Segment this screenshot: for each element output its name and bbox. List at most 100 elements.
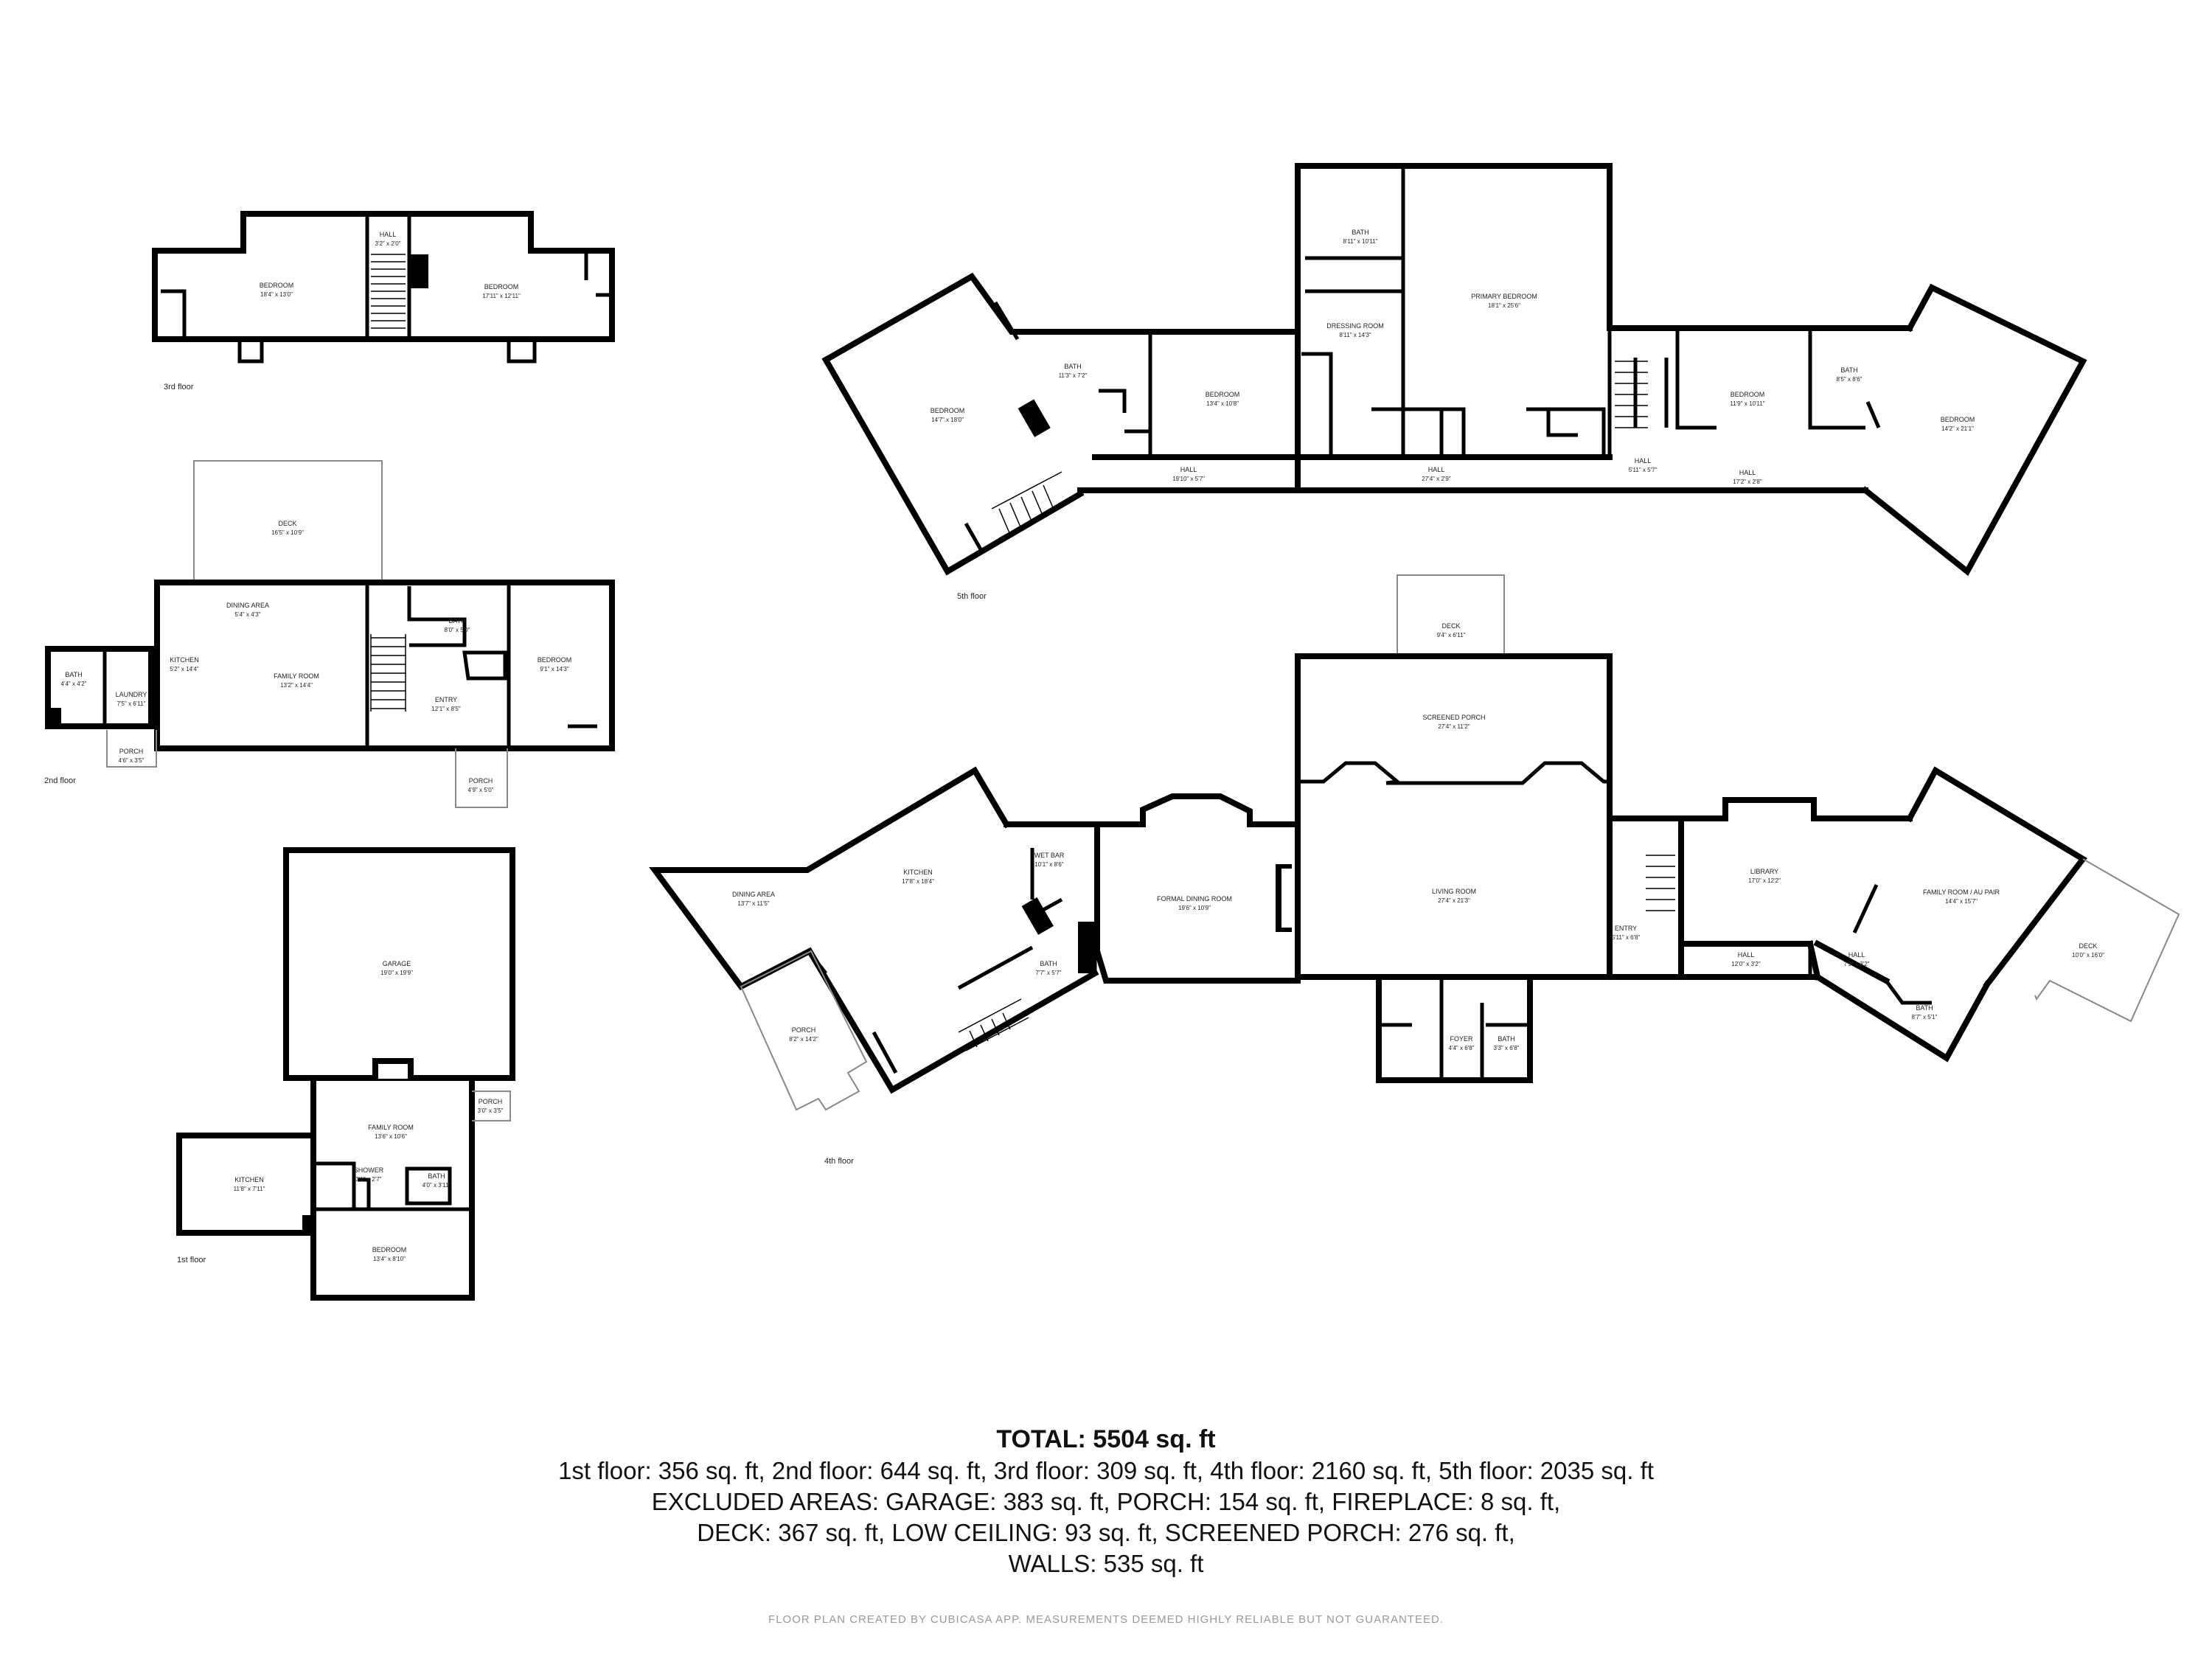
- floor-4th: DECK 9'4" x 6'11" SCREENED PORCH 27'4" x…: [649, 574, 2180, 1166]
- room-dims: 8'0" x 5'0": [445, 627, 470, 633]
- room-dims: 17'8" x 18'4": [902, 878, 934, 885]
- room-dims: 8'5" x 8'6": [1837, 376, 1863, 383]
- excluded-areas-cont: DECK: 367 sq. ft, LOW CEILING: 93 sq. ft…: [697, 1519, 1515, 1546]
- room-dims: 17'11" x 12'11": [482, 293, 521, 299]
- room-name: DINING AREA: [226, 602, 269, 609]
- room-dims: 5'2" x 14'4": [170, 666, 199, 672]
- room-name: FAMILY ROOM / AU PAIR: [1923, 888, 2000, 896]
- room-dims: 14'4" x 15'7": [1945, 898, 1978, 905]
- room-name: KITCHEN: [170, 656, 199, 664]
- room-name: BEDROOM: [538, 656, 572, 664]
- room-dims: 19'6" x 10'9": [1178, 905, 1211, 911]
- room-dims: 12'1" x 8'5": [431, 706, 461, 712]
- room-name: HALL: [380, 231, 397, 238]
- room-dims: 17'0" x 12'2": [1748, 877, 1781, 884]
- room-name: LAUNDRY: [116, 691, 147, 698]
- room-name: ENTRY: [1615, 925, 1637, 932]
- room-dims: 17'2" x 2'8": [1733, 479, 1762, 485]
- room-name: BEDROOM: [260, 282, 294, 289]
- room-name: KITCHEN: [903, 869, 933, 876]
- room-dims: 13'2" x 14'4": [280, 682, 313, 689]
- room-name: WET BAR: [1034, 852, 1065, 859]
- room-dims: 27'4" x 21'3": [1438, 897, 1470, 904]
- room-dims: 11'3" x 7'2": [1059, 372, 1088, 379]
- room-name: GARAGE: [383, 960, 411, 967]
- floor-label: 3rd floor: [164, 383, 194, 392]
- room-dims: 14'2" x 21'1": [1941, 425, 1974, 432]
- room-dims: 13'6" x 10'6": [375, 1133, 407, 1140]
- room-name: SHOWER: [354, 1166, 384, 1174]
- room-name: DECK: [1441, 622, 1460, 630]
- room-dims: 13'4" x 10'8": [1206, 400, 1239, 407]
- floor-label: 2nd floor: [44, 776, 76, 785]
- room-dims: 16'5" x 10'9": [271, 529, 304, 536]
- floor-2nd: DECK 16'5" x 10'9" DINING AREA 5'4" x 4'…: [44, 460, 615, 808]
- room-dims: 8'11" x 14'3": [1339, 332, 1371, 338]
- walls-area: WALLS: 535 sq. ft: [1008, 1550, 1204, 1577]
- room-name: HALL: [1739, 469, 1756, 476]
- room-dims: 19'0" x 19'9": [380, 970, 413, 976]
- floor-3rd: BEDROOM 18'4" x 13'0" HALL 3'2" x 2'0" B…: [152, 211, 615, 392]
- room-name: HALL: [1848, 951, 1865, 959]
- room-dims: 8'7" x 5'1": [1912, 1014, 1938, 1020]
- room-dims: 9'1" x 14'3": [540, 666, 569, 672]
- room-name: ENTRY: [435, 696, 457, 703]
- room-name: DRESSING ROOM: [1326, 322, 1384, 330]
- room-name: HALL: [1428, 466, 1445, 473]
- room-dims: 4'9" x 5'0": [468, 787, 494, 793]
- room-name: BATH: [1498, 1035, 1514, 1043]
- room-name: SCREENED PORCH: [1422, 714, 1485, 721]
- room-dims: 5'11" x 6'8": [1612, 934, 1641, 941]
- room-name: LIBRARY: [1750, 868, 1778, 875]
- room-name: DECK: [2079, 942, 2097, 950]
- room-name: BATH: [1064, 363, 1081, 370]
- room-dims: 5'4" x 4'3": [235, 611, 261, 618]
- room-dims: 3'0" x 3'5": [478, 1107, 504, 1114]
- excluded-areas: EXCLUDED AREAS: GARAGE: 383 sq. ft, PORC…: [651, 1488, 1561, 1515]
- room-name: BEDROOM: [931, 407, 965, 414]
- area-summary: TOTAL: 5504 sq. ft 1st floor: 356 sq. ft…: [0, 1423, 2212, 1579]
- room-dims: 8'2" x 14'2": [789, 1036, 818, 1043]
- room-dims: 3'1" x 2'7": [356, 1176, 382, 1183]
- room-name: BATH: [1840, 366, 1857, 374]
- floor-5th: BEDROOM 14'7" x 18'0" BATH 11'3" x 7'2" …: [821, 163, 2087, 601]
- room-name: PORCH: [792, 1026, 816, 1034]
- room-dims: 8'11" x 10'11": [1343, 238, 1377, 245]
- room-name: BATH: [448, 617, 465, 625]
- room-dims: 14'7" x 18'0": [931, 417, 964, 423]
- room-dims: 5'11" x 5'7": [1629, 467, 1658, 473]
- room-dims: 13'7" x 11'5": [737, 900, 769, 907]
- room-dims: 4'6" x 3'5": [119, 757, 145, 764]
- room-name: BEDROOM: [1941, 416, 1975, 423]
- room-dims: 12'0" x 3'2": [1731, 961, 1761, 967]
- room-name: HALL: [1180, 466, 1197, 473]
- room-name: BATH: [1916, 1004, 1933, 1012]
- room-dims: 4'4" x 4'2": [61, 681, 87, 687]
- room-name: HALL: [1738, 951, 1755, 959]
- room-name: PORCH: [119, 748, 144, 755]
- room-dims: 10'1" x 8'6": [1034, 861, 1064, 868]
- credit-note: FLOOR PLAN CREATED BY CUBICASA APP. MEAS…: [768, 1613, 1444, 1626]
- room-dims: 3'2" x 2'0": [375, 240, 401, 247]
- room-dims: 11'8" x 7'11": [234, 1186, 265, 1192]
- room-name: PORCH: [469, 777, 493, 785]
- room-dims: 7'5" x 6'11": [117, 700, 146, 707]
- room-dims: 19'10" x 5'7": [1172, 476, 1205, 482]
- room-name: BEDROOM: [1731, 391, 1765, 398]
- floor-label: 1st floor: [177, 1256, 206, 1265]
- floor-1st: GARAGE 19'0" x 19'9" PORCH 3'0" x 3'5" F…: [176, 847, 515, 1301]
- room-dims: 11'9" x 10'11": [1730, 400, 1764, 407]
- room-name: HALL: [1635, 457, 1652, 465]
- room-name: KITCHEN: [234, 1176, 264, 1183]
- room-name: BATH: [1352, 229, 1368, 236]
- room-name: DECK: [278, 520, 296, 527]
- room-name: BEDROOM: [372, 1246, 407, 1253]
- room-dims: 4'4" x 6'8": [1449, 1045, 1475, 1051]
- room-dims: 4'0" x 3'11": [422, 1182, 451, 1189]
- room-name: BEDROOM: [1206, 391, 1240, 398]
- floor-label: 4th floor: [824, 1157, 854, 1166]
- room-name: BATH: [428, 1172, 445, 1180]
- room-dims: 10'0" x 16'0": [2072, 952, 2104, 959]
- room-name: BEDROOM: [484, 283, 519, 291]
